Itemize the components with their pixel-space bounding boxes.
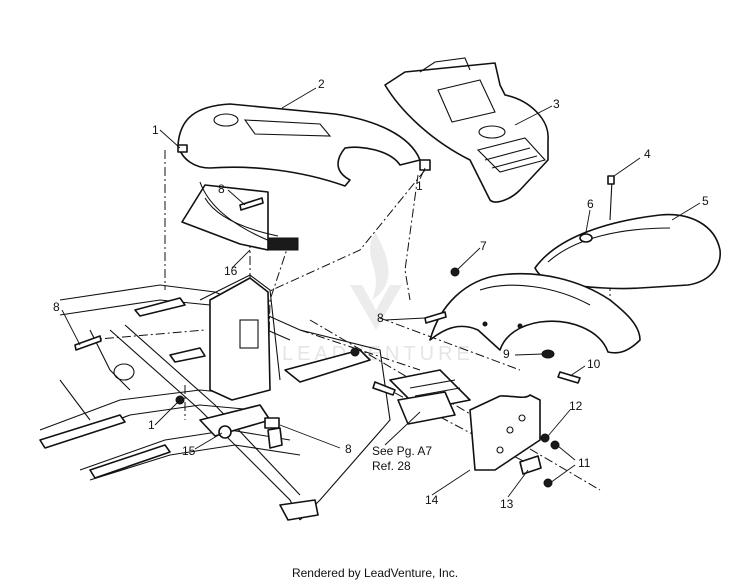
callout-4: 4 [644, 147, 651, 161]
callout-8d: 8 [345, 442, 352, 456]
front-fender [177, 103, 421, 187]
rear-fender-lower [429, 272, 641, 359]
screw-8b [74, 335, 102, 351]
rod-4 [609, 179, 613, 221]
reference-note-line-2: Ref. 28 [372, 459, 411, 473]
frame [39, 274, 391, 521]
callout-8b: 8 [53, 300, 60, 314]
watermark-text: LEADVENTURE [282, 343, 474, 365]
callout-6: 6 [587, 197, 594, 211]
reference-note-line-1: See Pg. A7 [372, 444, 432, 458]
footer-credit: Rendered by LeadVenture, Inc. [291, 566, 459, 580]
callout-16: 16 [224, 264, 238, 278]
grommet-1b [419, 159, 431, 171]
callout-5: 5 [702, 194, 709, 208]
screw-8d [372, 381, 396, 396]
screw-8 [239, 197, 264, 211]
callout-1c: 1 [148, 418, 155, 432]
screw-10 [557, 371, 581, 384]
callout-11: 11 [578, 456, 591, 470]
callout-7: 7 [480, 239, 487, 253]
callout-labels: 1 2 3 1 4 5 6 8 16 7 8 8 9 10 1 15 8 12 … [53, 77, 709, 511]
leader-lines [61, 87, 701, 498]
callout-13: 13 [500, 497, 514, 511]
callout-9: 9 [503, 347, 510, 361]
plate-bracket [469, 394, 542, 475]
console [384, 57, 549, 203]
callout-1b: 1 [416, 179, 423, 193]
grommet-15 [218, 425, 232, 439]
callout-12: 12 [569, 399, 583, 413]
nut-12 [540, 433, 550, 443]
callout-8c: 8 [377, 311, 384, 325]
nut-11 [543, 478, 553, 488]
callout-1a: 1 [152, 123, 159, 137]
reference-note: See Pg. A7 Ref. 28 [372, 444, 432, 473]
callout-3: 3 [553, 97, 560, 111]
callout-15: 15 [182, 444, 196, 458]
callout-8a: 8 [218, 182, 225, 196]
grommet-1 [177, 144, 188, 153]
front-bracket [181, 181, 299, 251]
callout-10: 10 [587, 357, 601, 371]
rack-bracket [389, 369, 471, 425]
fasteners [74, 144, 615, 488]
callout-2: 2 [318, 77, 325, 91]
rear-fender [534, 213, 721, 290]
watermark: LEADVENTURE [282, 232, 474, 365]
callout-14: 14 [425, 493, 439, 507]
screw-8c [424, 311, 447, 324]
